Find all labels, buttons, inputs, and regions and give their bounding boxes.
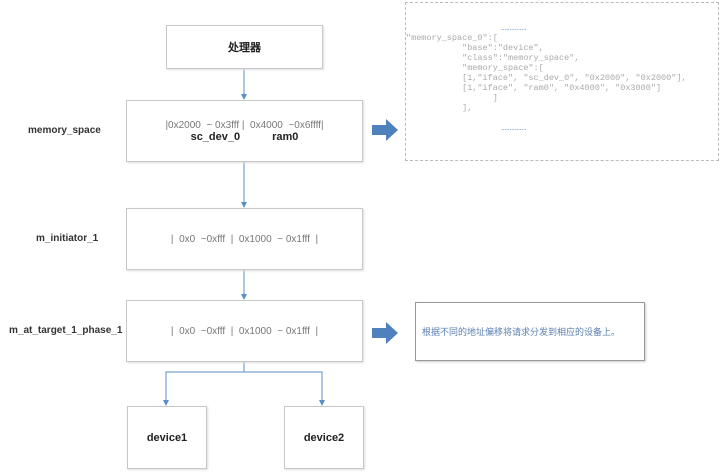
right-arrow-icon — [372, 322, 398, 344]
code-line: ], — [406, 103, 473, 113]
target-ranges: | 0x0 ~0xfff | 0x1000 ~ 0x1fff | — [170, 325, 319, 337]
device2-box: device2 — [284, 406, 364, 469]
code-line: "memory_space_0":[ — [406, 33, 498, 43]
ellipsis: …………… — [501, 23, 527, 33]
processor-label: 处理器 — [228, 42, 261, 54]
code-line: ] — [406, 93, 498, 103]
note-box: 根据不同的地址偏移将请求分发到相应的设备上。 — [415, 302, 645, 361]
code-line: [1,"iface", "ram0", "0x4000", "0x3000"] — [406, 83, 662, 93]
code-line: "memory_space":[ — [406, 63, 544, 73]
device-name: sc_dev_0 — [190, 130, 241, 143]
device1-label: device1 — [146, 431, 188, 444]
memory-space-label: memory_space — [28, 125, 101, 136]
arrow-target-device2 — [244, 371, 325, 406]
memory-space-box: |0x2000 ~ 0x3fff | 0x4000 ~0x6ffff| sc_d… — [126, 100, 363, 162]
code-line: "class":"memory_space", — [406, 53, 580, 63]
initiator-box: | 0x0 ~0xfff | 0x1000 ~ 0x1fff | — [126, 208, 363, 270]
code-line: "base":"device", — [406, 43, 544, 53]
memory-space-ranges: |0x2000 ~ 0x3fff | 0x4000 ~0x6ffff| — [165, 119, 324, 131]
arrow-target-device1 — [163, 361, 245, 406]
target-box: | 0x0 ~0xfff | 0x1000 ~ 0x1fff | — [126, 300, 363, 362]
ellipsis: …………… — [501, 123, 527, 133]
target-label: m_at_target_1_phase_1 — [9, 325, 123, 336]
right-arrow-icon — [372, 119, 398, 141]
device1-box: device1 — [127, 406, 207, 469]
code-snippet: ……………"memory_space_0":[ "base":"device",… — [405, 2, 719, 161]
device2-label: device2 — [303, 431, 345, 444]
processor-box: 处理器 — [166, 25, 323, 69]
code-line: [1,"iface", "sc_dev_0", "0x2000", "0x200… — [406, 73, 687, 83]
initiator-ranges: | 0x0 ~0xfff | 0x1000 ~ 0x1fff | — [170, 233, 319, 245]
initiator-label: m_initiator_1 — [36, 233, 99, 244]
device-name: ram0 — [272, 130, 299, 143]
